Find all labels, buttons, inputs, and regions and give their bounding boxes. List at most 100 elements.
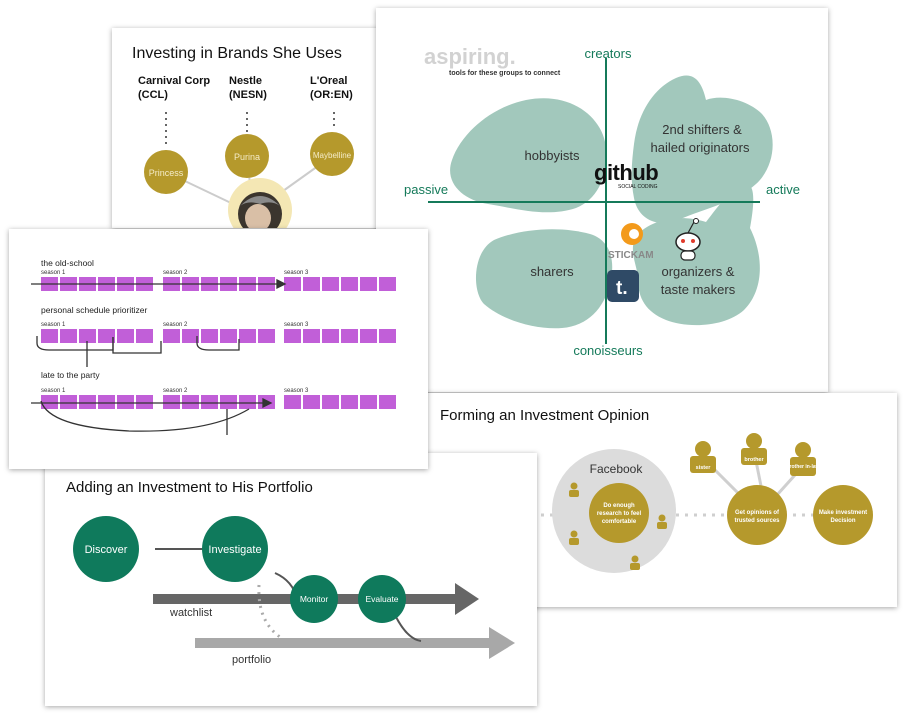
episode-block (258, 329, 275, 343)
company-name-1: Carnival Corp (138, 75, 210, 87)
path-prioritizer-loop-3 (196, 336, 240, 351)
path-prioritizer-loop-1 (36, 336, 114, 351)
path-late-arrowhead (262, 397, 273, 409)
episode-block (220, 329, 237, 343)
episode-block (98, 329, 115, 343)
reddit-alien-icon (675, 218, 701, 261)
axis-label-conoisseurs: conoisseurs (573, 343, 643, 358)
episode-block (360, 277, 377, 291)
path-prioritizer-loop-2 (112, 337, 162, 354)
investigate-to-portfolio-dotted (257, 584, 284, 641)
episode-block (341, 329, 358, 343)
opinion-diagram: Forming an Investment Opinion Facebook D… (440, 407, 873, 573)
svg-text:sister: sister (696, 465, 712, 471)
season-label: season 2 (163, 270, 188, 276)
quadrant-label-sharers: sharers (530, 264, 574, 279)
company-ticker-3: (OR:EN) (310, 89, 353, 101)
season-label: season 1 (41, 270, 66, 276)
blob-organizers (632, 184, 760, 326)
row-label-late: late to the party (41, 370, 100, 380)
tumblr-logo-icon: t. (607, 270, 639, 302)
company-ticker-2: (NESN) (229, 89, 267, 101)
episode-block (220, 395, 237, 409)
research-text-1: Do enough (603, 503, 635, 509)
opinion-title: Forming an Investment Opinion (440, 407, 649, 424)
decision-text-1: Make investment (819, 510, 867, 516)
person-icon (569, 482, 579, 497)
step-investigate-label: Investigate (208, 544, 261, 556)
decision-text-2: Decision (830, 518, 855, 524)
step-discover-label: Discover (85, 544, 128, 556)
row-label-old-school: the old-school (41, 258, 94, 268)
github-logo-icon: github SOCIAL CODING (594, 160, 659, 190)
person-icon (630, 555, 640, 570)
episode-block (239, 329, 256, 343)
brands-slide: Investing in Brands She Uses Carnival Co… (112, 28, 390, 228)
person-icon-brother: brother (741, 433, 767, 465)
brand-label-princess: Princess (149, 168, 184, 178)
episode-block (284, 329, 301, 343)
company-ticker-1: (CCL) (138, 89, 168, 101)
brand-label-maybelline: Maybelline (313, 151, 352, 160)
person-icon (569, 530, 579, 545)
person-icon (657, 514, 667, 529)
episode-block (201, 395, 218, 409)
season-label: season 1 (41, 322, 66, 328)
episode-block (303, 329, 320, 343)
episode-block (284, 395, 301, 409)
viewing-paths (31, 278, 287, 435)
aspiring-quadrant-diagram: aspiring. tools for these groups to conn… (404, 44, 800, 358)
episode-block (322, 329, 339, 343)
schedule-diagram: the old-school personal schedule priorit… (31, 258, 396, 435)
episode-block (182, 329, 199, 343)
decision-bubble (813, 485, 873, 545)
facebook-friend-icons (569, 482, 667, 570)
quadrant-label-originators-2: hailed originators (650, 140, 750, 155)
svg-text:brother: brother (744, 457, 764, 463)
brands-diagram: Investing in Brands She Uses Carnival Co… (132, 45, 354, 228)
company-name-3: L'Oreal (310, 75, 347, 87)
svg-text:STICKAM: STICKAM (608, 250, 654, 261)
aspiring-subtitle: tools for these groups to connect (449, 70, 561, 77)
step-evaluate-label: Evaluate (365, 594, 398, 604)
step-discover (73, 516, 139, 582)
brands-title: Investing in Brands She Uses (132, 45, 342, 62)
quadrant-label-organizers-2: taste makers (661, 282, 736, 297)
episode-block (163, 395, 180, 409)
svg-text:brother in-law: brother in-law (786, 464, 819, 470)
blob-sharers (475, 229, 613, 329)
path-old-school-arrowhead (276, 278, 287, 290)
episode-block (239, 395, 256, 409)
step-monitor-label: Monitor (300, 594, 329, 604)
episode-block (60, 395, 77, 409)
quadrant-label-organizers-1: organizers & (662, 264, 735, 279)
person-icon-brother-in-law: brother in-law (786, 442, 820, 476)
season-label: season 3 (284, 322, 309, 328)
svg-text:github: github (594, 160, 658, 185)
episode-block (360, 395, 377, 409)
quadrant-label-originators-1: 2nd shifters & (662, 122, 742, 137)
episode-block (79, 395, 96, 409)
company-name-2: Nestle (229, 75, 262, 87)
research-text-3: comfortable (602, 519, 637, 525)
brand-bubble-maybelline (310, 132, 354, 176)
trusted-sources-text-2: trusted sources (734, 518, 780, 524)
user-photo-avatar (228, 178, 292, 228)
episode-block (360, 329, 377, 343)
facebook-label: Facebook (590, 462, 644, 476)
episode-block (379, 329, 396, 343)
season-label: season 2 (163, 322, 188, 328)
row-label-prioritizer: personal schedule prioritizer (41, 305, 147, 315)
episode-block (41, 395, 58, 409)
aspiring-slide: aspiring. tools for these groups to conn… (376, 8, 828, 392)
episode-block (201, 329, 218, 343)
episode-block (379, 395, 396, 409)
season-label: season 1 (41, 388, 66, 394)
brand-label-purina: Purina (234, 152, 260, 162)
episode-block (284, 277, 301, 291)
axis-label-active: active (766, 182, 800, 197)
evaluate-to-portfolio-line (394, 614, 422, 642)
schedule-slide: the old-school personal schedule priorit… (9, 229, 428, 469)
axis-label-passive: passive (404, 182, 448, 197)
quadrant-label-hobbyists: hobbyists (525, 148, 580, 163)
